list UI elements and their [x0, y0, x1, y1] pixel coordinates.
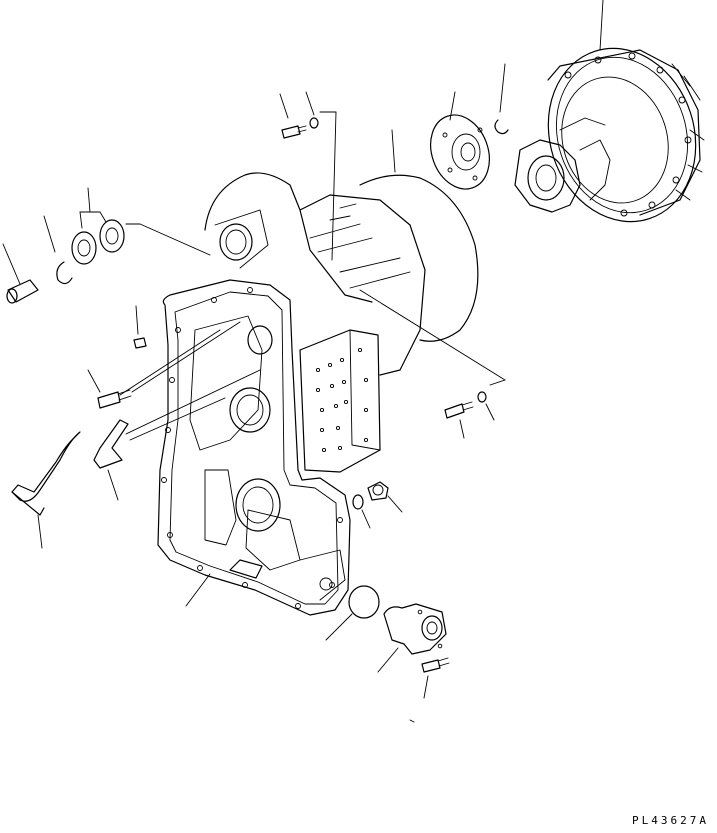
- bolt-washer-top: [279, 91, 337, 261]
- plate-part: [430, 91, 490, 190]
- valve-body: [299, 329, 381, 473]
- dipstick-tube: [11, 431, 81, 549]
- o-ring-bottom: [325, 585, 380, 641]
- gasket-strip: [93, 369, 261, 501]
- bolt-bottom: [409, 657, 450, 723]
- bolt-washer-right: [444, 391, 495, 439]
- drawing-code: PL43627A: [632, 814, 709, 827]
- transmission-case: [157, 172, 426, 616]
- cover-cylinder: [359, 129, 479, 342]
- plug-oring-right: [352, 481, 403, 529]
- plug-bolt-left: [87, 305, 241, 409]
- bearing-set-left: [2, 187, 211, 304]
- torque-converter-assembly: [514, 0, 705, 223]
- snap-ring-top: [494, 63, 509, 135]
- filter-fitting: [377, 603, 447, 673]
